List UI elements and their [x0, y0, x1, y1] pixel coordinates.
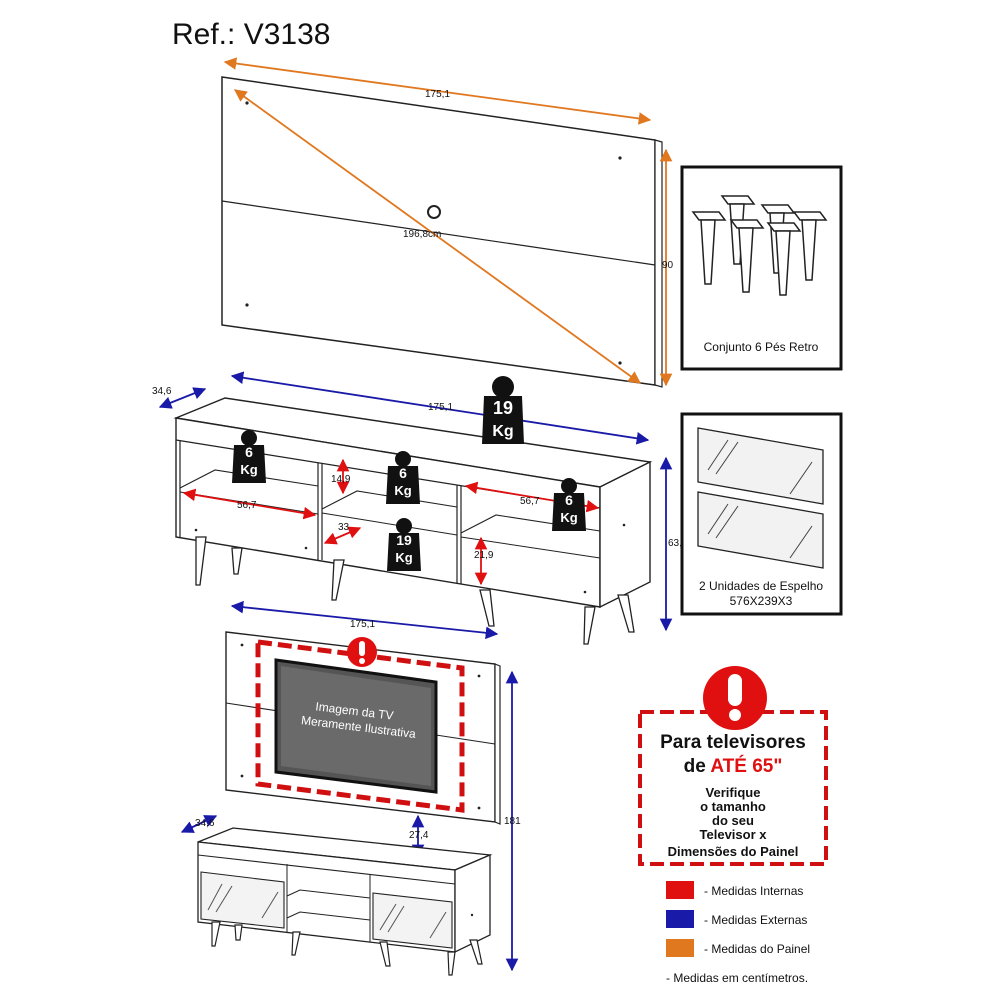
- svg-text:Kg: Kg: [395, 550, 412, 565]
- legend-item-panel: - Medidas do Painel: [666, 939, 810, 957]
- assembled-view: Imagem da TV Meramente Ilustrativa 175,1…: [180, 600, 521, 976]
- warning-detail-2: o tamanho: [700, 799, 766, 814]
- mirror-label-line2: 576X239X3: [730, 594, 793, 608]
- warning-line2: de ATÉ 65": [684, 755, 783, 777]
- legend-item-internal: - Medidas Internas: [666, 881, 803, 899]
- weight-tag-left: 6 Kg: [232, 430, 266, 483]
- shelf-depth-label: 33: [338, 522, 350, 533]
- warning-detail-5: Dimensões do Painel: [668, 844, 799, 859]
- warning-detail-1: Verifique: [706, 785, 761, 800]
- page-title: Ref.: V3138: [172, 18, 331, 51]
- svg-text:Kg: Kg: [394, 483, 411, 498]
- warning-box: Para televisores de ATÉ 65" Verifique o …: [638, 666, 828, 866]
- legend-item-external: - Medidas Externas: [666, 910, 807, 928]
- mirror-icon: [697, 427, 824, 569]
- svg-text:Kg: Kg: [560, 510, 577, 525]
- warning-icon-small: [347, 637, 377, 667]
- units-note: - Medidas em centímetros.: [666, 971, 808, 985]
- svg-text:- Medidas Externas: - Medidas Externas: [704, 913, 807, 927]
- wall-panel: 175,1 196,8cm 90: [221, 57, 674, 388]
- warning-detail-4: Televisor x: [700, 827, 768, 842]
- panel-height-label: 90: [662, 260, 674, 271]
- svg-text:Kg: Kg: [240, 462, 257, 477]
- svg-text:6: 6: [565, 492, 573, 508]
- tv-rack: 34,6 175,1 63,6 56,7 56,7 14,9 33 21,9 1…: [152, 371, 688, 645]
- panel-width-label: 175,1: [425, 89, 450, 100]
- mirror-box: 2 Unidades de Espelho 576X239X3: [680, 412, 843, 616]
- legend-swatch-panel: [666, 939, 694, 957]
- feet-box: Conjunto 6 Pés Retro: [680, 165, 843, 371]
- rack-depth-label: 34,6: [152, 386, 172, 397]
- warning-icon: [703, 666, 767, 730]
- svg-text:19: 19: [493, 398, 513, 418]
- feet-label: Conjunto 6 Pés Retro: [704, 340, 819, 354]
- assembled-gap-label: 27,4: [409, 830, 429, 841]
- legend: - Medidas Internas - Medidas Externas - …: [666, 881, 810, 985]
- svg-text:- Medidas Internas: - Medidas Internas: [704, 884, 803, 898]
- weight-tag-right: 6 Kg: [552, 478, 586, 531]
- legend-swatch-external: [666, 910, 694, 928]
- shelf-width-left-label: 56,7: [237, 500, 257, 511]
- svg-text:6: 6: [245, 444, 253, 460]
- assembled-width-label: 175,1: [350, 619, 375, 630]
- svg-text:- Medidas do Painel: - Medidas do Painel: [704, 942, 810, 956]
- legend-swatch-internal: [666, 881, 694, 899]
- shelf-height-top-label: 14,9: [331, 474, 351, 485]
- svg-text:Kg: Kg: [492, 423, 513, 440]
- warning-detail-3: do seu: [712, 813, 754, 828]
- weight-tag-center-top: 6 Kg: [386, 451, 420, 504]
- svg-text:6: 6: [399, 465, 407, 481]
- rack-width-label: 175,1: [428, 402, 453, 413]
- svg-text:19: 19: [396, 532, 412, 548]
- assembled-height-label: 181: [504, 816, 521, 827]
- warning-line1: Para televisores: [660, 732, 806, 753]
- weight-tag-center-bottom: 19 Kg: [387, 518, 421, 571]
- panel-diagonal-label: 196,8cm: [403, 229, 441, 240]
- weight-tag-top: 19 Kg: [482, 376, 524, 444]
- shelf-width-right-label: 56,7: [520, 496, 540, 507]
- shelf-height-lower-label: 21,9: [474, 550, 494, 561]
- retro-feet-icon: [691, 195, 828, 296]
- assembled-depth-label: 34,6: [195, 818, 215, 829]
- rack-height-label: 63,6: [668, 538, 688, 549]
- mirror-label-line1: 2 Unidades de Espelho: [699, 579, 823, 593]
